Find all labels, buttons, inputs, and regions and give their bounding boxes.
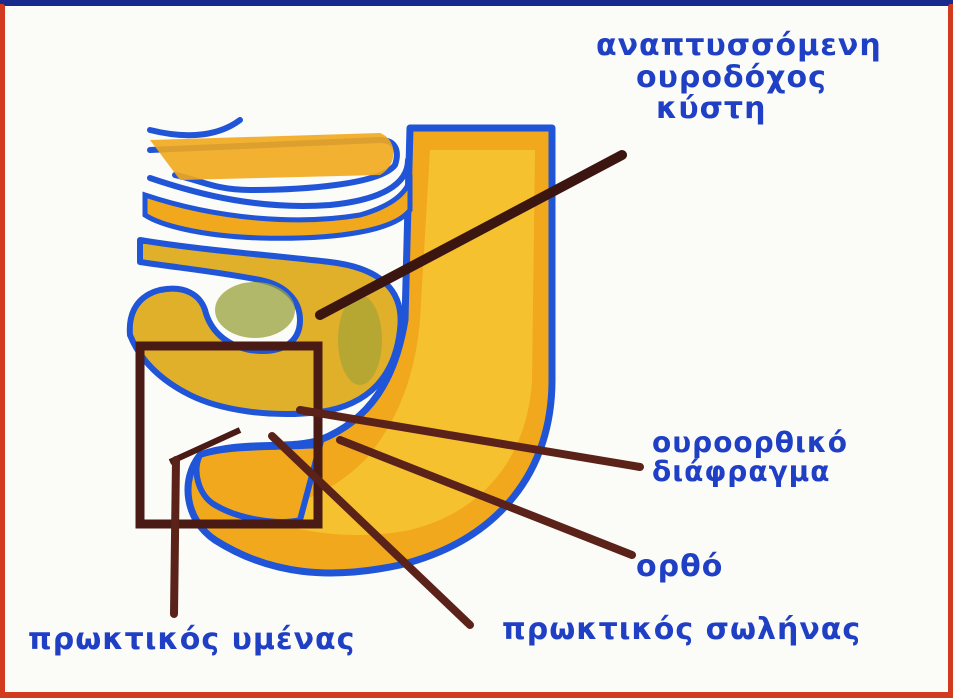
pointer-anal-membrane — [174, 460, 176, 614]
label-septum-line1: ουροορθικό — [652, 428, 848, 457]
label-bladder-line2: ουροδόχος — [596, 62, 882, 94]
allantois-band-1 — [150, 133, 394, 180]
label-rectum: ορθό — [636, 551, 723, 583]
label-anal-canal: πρωκτικός σωλήνας — [502, 614, 861, 646]
label-bladder-line3: κύστη — [596, 93, 882, 125]
label-urorectal-septum: ουροορθικό διάφραγμα — [652, 428, 848, 487]
green-mesoderm-2 — [338, 295, 382, 385]
label-bladder-line1: αναπτυσσόμενη — [596, 30, 882, 62]
label-developing-bladder: αναπτυσσόμενη ουροδόχος κύστη — [596, 30, 882, 125]
green-mesoderm-1 — [215, 282, 295, 338]
label-anal-membrane: πρωκτικός υμένας — [28, 624, 355, 656]
label-septum-line2: διάφραγμα — [652, 457, 848, 486]
